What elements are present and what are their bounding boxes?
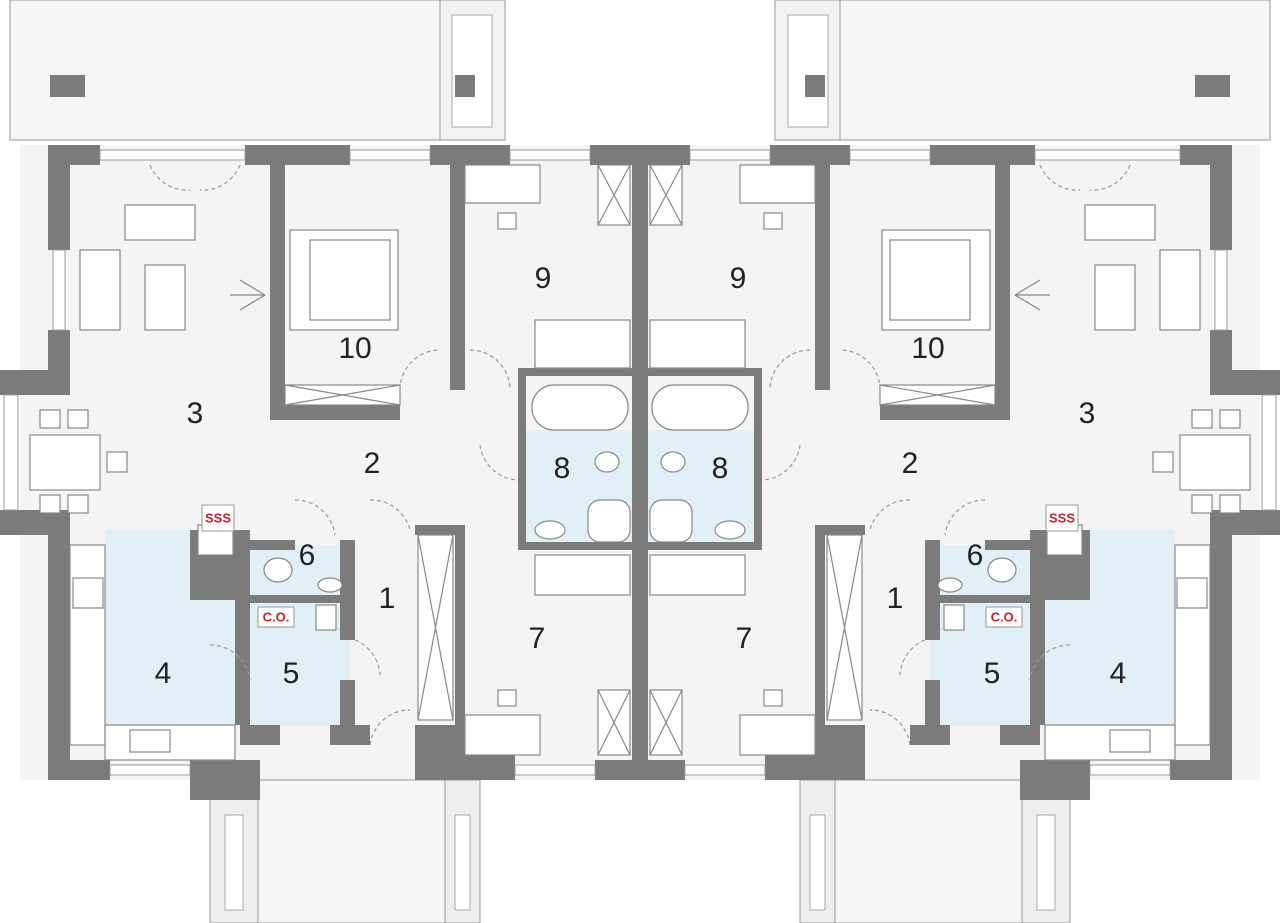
right-unit (631, 0, 1280, 923)
room-5-label: 5 (283, 657, 300, 690)
room-9-label: 9 (730, 262, 747, 295)
heater-icon: SSS (205, 510, 231, 525)
right-room-labels: 1 2 3 4 5 6 7 8 9 10 SSS C.O. (712, 262, 1127, 690)
room-6-label: 6 (299, 539, 316, 572)
room-3-label: 3 (1079, 397, 1096, 430)
heater-icon: SSS (1049, 510, 1075, 525)
room-10-label: 10 (338, 332, 371, 365)
left-room-labels: 1 2 3 4 5 6 7 8 9 10 SSS C.O. (155, 262, 571, 690)
room-8-label: 8 (712, 452, 729, 485)
room-1-label: 1 (887, 582, 904, 615)
left-unit (0, 0, 649, 923)
boiler-label: C.O. (263, 609, 290, 624)
room-3-label: 3 (187, 397, 204, 430)
room-2-label: 2 (902, 447, 919, 480)
room-4-label: 4 (155, 657, 172, 690)
room-8-label: 8 (554, 452, 571, 485)
room-4-label: 4 (1110, 657, 1127, 690)
room-9-label: 9 (535, 262, 552, 295)
boiler-label: C.O. (991, 609, 1018, 624)
room-7-label: 7 (736, 622, 753, 655)
room-10-label: 10 (911, 332, 944, 365)
room-2-label: 2 (364, 447, 381, 480)
room-6-label: 6 (967, 539, 984, 572)
room-1-label: 1 (379, 582, 396, 615)
room-5-label: 5 (984, 657, 1001, 690)
room-7-label: 7 (529, 622, 546, 655)
